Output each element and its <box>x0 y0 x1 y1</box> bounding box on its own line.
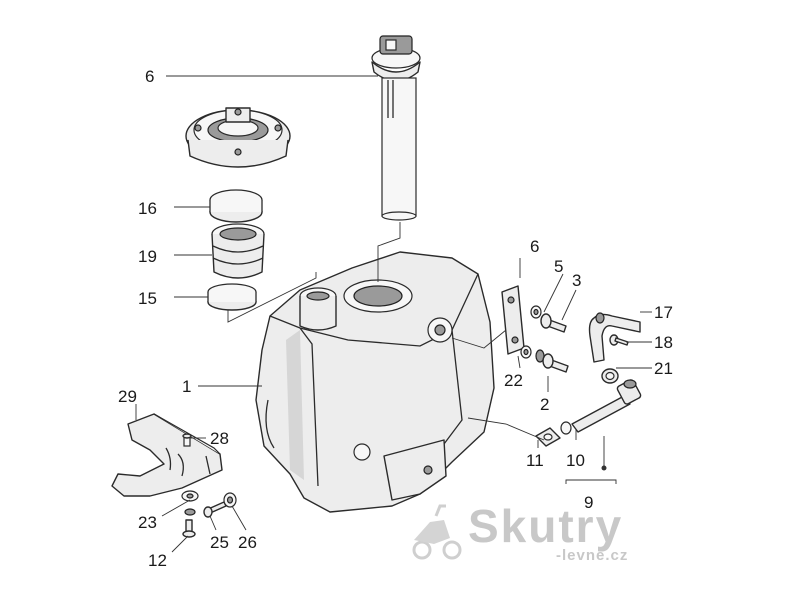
hose-clamp-part-15 <box>207 283 257 311</box>
bolt-part-2 <box>535 349 569 373</box>
clamp-part-21 <box>601 368 619 384</box>
washer-part-26 <box>223 492 237 508</box>
pin-part-28 <box>182 433 192 447</box>
fuel-tank-part-1 <box>255 251 495 513</box>
heat-shield-part-29 <box>111 413 223 497</box>
callout-16: 16 <box>138 199 157 218</box>
callout-26: 26 <box>238 533 257 552</box>
fuel-hose-part-17 <box>588 312 641 363</box>
callout-3: 3 <box>572 271 581 290</box>
callout-23: 23 <box>138 513 157 532</box>
callout-2: 2 <box>540 395 549 414</box>
scooter-icon <box>412 504 462 560</box>
watermark: Skutry -levne.cz <box>412 500 628 564</box>
screw-part-12 <box>182 508 196 538</box>
bracket-part-6 <box>501 285 525 355</box>
callout-25: 25 <box>210 533 229 552</box>
hose-clamp-part-16 <box>209 189 263 223</box>
bolt-part-3 <box>540 313 567 333</box>
callout-18: 18 <box>654 333 673 352</box>
fuel-sender-part-8 <box>371 35 421 221</box>
callout-29: 29 <box>118 387 137 406</box>
washer-part-22 <box>520 345 532 359</box>
washer-part-23 <box>181 490 199 502</box>
callout-8: 6 <box>145 67 154 86</box>
bolt-part-25 <box>203 501 227 518</box>
watermark-brand: Skutry <box>468 500 623 552</box>
callout-5: 5 <box>554 257 563 276</box>
callout-11: 11 <box>526 451 544 470</box>
callout-28: 28 <box>210 429 229 448</box>
callout-12: 12 <box>148 551 167 570</box>
callout-1: 1 <box>182 377 191 396</box>
leader-lines <box>135 75 652 553</box>
callout-22: 22 <box>504 371 523 390</box>
callout-6: 6 <box>530 237 539 256</box>
callout-9: 9 <box>584 493 593 512</box>
callout-15: 15 <box>138 289 157 308</box>
fuel-tap-part-9 <box>571 379 642 433</box>
filler-neck-cap-assembly <box>185 107 291 168</box>
callout-17: 17 <box>654 303 673 322</box>
watermark-domain: -levne.cz <box>556 547 628 564</box>
filler-hose-part-19 <box>211 223 265 279</box>
callout-labels: 6 16 19 15 1 6 5 3 22 2 17 18 21 11 10 9… <box>118 67 673 570</box>
callout-19: 19 <box>138 247 157 266</box>
callout-21: 21 <box>654 359 673 378</box>
clip-part-11 <box>535 427 561 447</box>
washer-part-5 <box>530 305 542 319</box>
callout-10: 10 <box>566 451 585 470</box>
screw-part-18 <box>609 334 629 346</box>
seal-part-10 <box>560 421 572 435</box>
